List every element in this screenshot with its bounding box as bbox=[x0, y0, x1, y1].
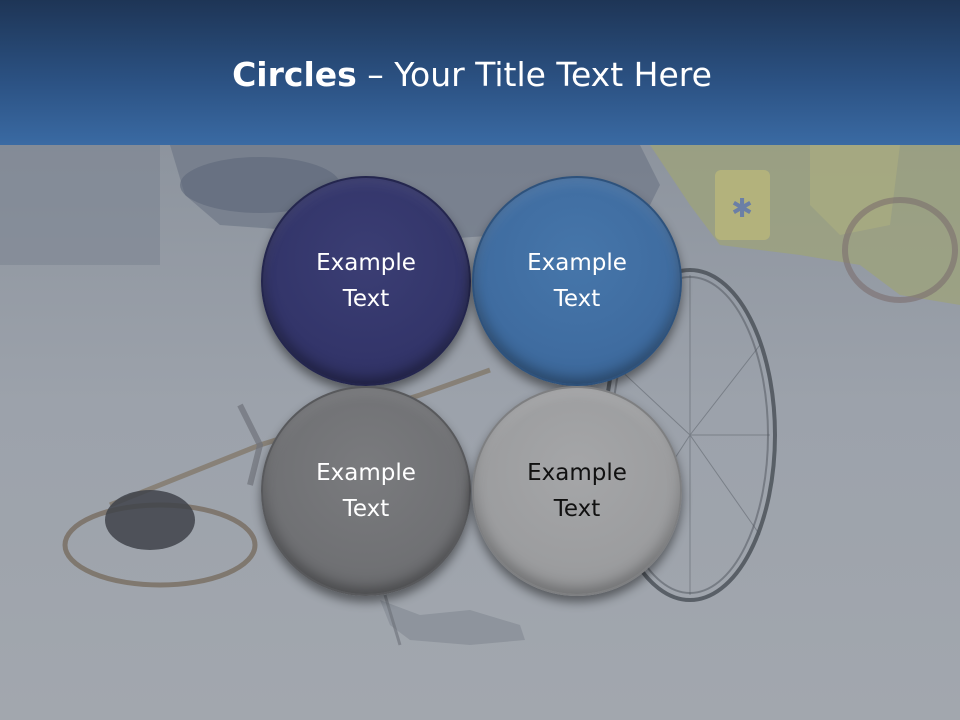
kickstand bbox=[383, 594, 402, 646]
bicycle-saddle bbox=[105, 490, 195, 550]
circle-line-1: Example bbox=[527, 460, 627, 486]
bicycle-accident-photo: ✱ bbox=[0, 145, 960, 720]
star-of-life-icon: ✱ bbox=[731, 194, 753, 224]
debris bbox=[380, 600, 525, 645]
circle-bottom-left[interactable]: Example Text bbox=[261, 386, 471, 596]
circle-line-1: Example bbox=[316, 250, 416, 276]
circle-line-2: Text bbox=[342, 286, 390, 312]
circle-bottom-right[interactable]: Example Text bbox=[472, 386, 682, 596]
motorcycle-wheel bbox=[842, 197, 958, 303]
roadside-shadow bbox=[0, 145, 160, 265]
title-bold: Circles bbox=[232, 55, 357, 94]
rider-silhouette bbox=[810, 145, 900, 235]
circle-top-right[interactable]: Example Text bbox=[472, 176, 682, 386]
circle-line-1: Example bbox=[316, 460, 416, 486]
bicycle-handlebar bbox=[237, 403, 264, 486]
slide-title: Circles – Your Title Text Here bbox=[0, 52, 944, 98]
title-rest: – Your Title Text Here bbox=[356, 55, 712, 94]
ambulance-panel bbox=[715, 170, 770, 240]
bicycle-spokes bbox=[614, 275, 770, 595]
circle-top-left[interactable]: Example Text bbox=[261, 176, 471, 386]
circle-line-1: Example bbox=[527, 250, 627, 276]
title-bar bbox=[0, 0, 960, 145]
circle-line-2: Text bbox=[553, 286, 601, 312]
circle-line-2: Text bbox=[553, 496, 601, 522]
circle-line-2: Text bbox=[342, 496, 390, 522]
